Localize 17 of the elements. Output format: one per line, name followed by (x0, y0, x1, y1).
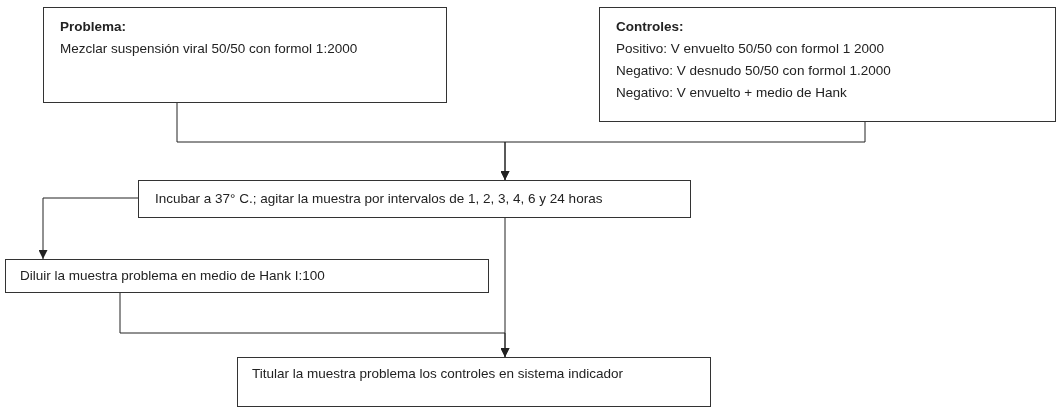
box-text: Incubar a 37° C.; agitar la muestra por intervalos de 1, 2, 3, 4, 6 y 24 horas (155, 190, 604, 208)
process-box (599, 7, 1056, 122)
connector-arrow (500, 121, 866, 181)
process-box (237, 357, 711, 407)
box-heading: Problema: (60, 18, 128, 36)
box-text: Negativo: V desnudo 50/50 con formol 1.2000 (616, 62, 892, 80)
connector-arrow (38, 197, 139, 260)
box-text: Mezclar suspensión viral 50/50 con formol 1:2000 (60, 40, 359, 58)
box-text: Diluir la muestra problema en medio de Hank I:100 (20, 267, 326, 285)
box-heading: Controles: (616, 18, 685, 36)
process-box (43, 7, 447, 103)
process-box (5, 259, 489, 293)
box-text: Negativo: V envuelto + medio de Hank (616, 84, 848, 102)
box-text: Positivo: V envuelto 50/50 con formol 1 2000 (616, 40, 885, 58)
box-text: Titular la muestra problema los controles en sistema indicador (252, 365, 624, 383)
connector-arrow (119, 292, 510, 358)
process-box (138, 180, 691, 218)
